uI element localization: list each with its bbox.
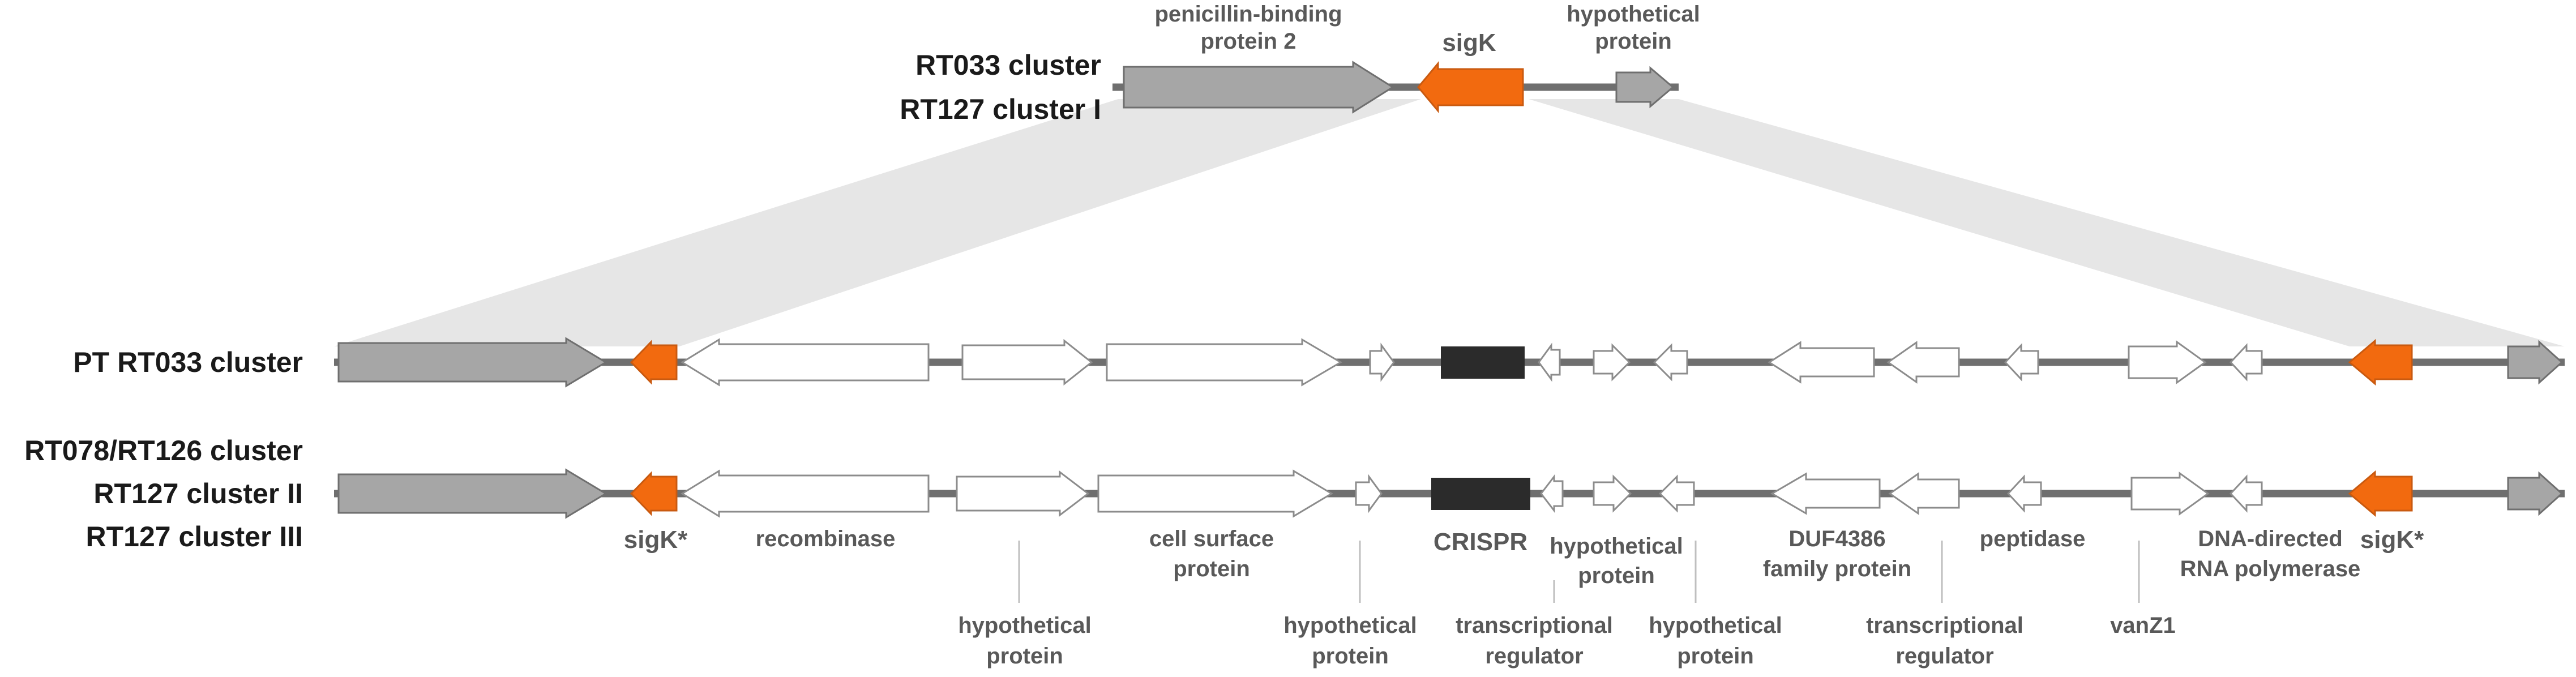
bottom-cluster-row xyxy=(334,468,2565,519)
transcriptional-regulator-arrow-bottom-2 xyxy=(1888,472,1960,515)
label-hyp-top-line2: protein xyxy=(1595,29,1672,54)
hypothetical-gene-arrow-bottom-3 xyxy=(1593,474,1632,513)
row-label-bottom-3: RT127 cluster III xyxy=(86,521,303,552)
pbp-gene-arrow-middle xyxy=(337,337,607,388)
hypothetical-gene-arrow-middle-end xyxy=(2507,340,2564,385)
label-hyp4-line2: protein xyxy=(1677,644,1754,669)
recombinase-gene-arrow-bottom xyxy=(681,469,930,518)
peptidase-gene-arrow-bottom xyxy=(2006,474,2042,513)
crispr-array-bottom xyxy=(1431,478,1530,510)
middle-cluster-row xyxy=(334,337,2565,388)
duf4386-gene-arrow-bottom xyxy=(1770,472,1881,515)
label-peptidase: peptidase xyxy=(1980,526,2086,551)
shade-left-region xyxy=(334,99,1421,346)
label-duf-line2: family protein xyxy=(1763,556,1911,581)
hypothetical-gene-arrow-top xyxy=(1615,66,1675,109)
label-treg1-line1: transcriptional xyxy=(1456,613,1613,638)
label-sigk-top: sigK xyxy=(1442,29,1496,57)
hypothetical-gene-arrow-bottom-2 xyxy=(1355,474,1383,513)
row-label-top-1: RT033 cluster xyxy=(915,49,1101,81)
label-hyp2-line2: protein xyxy=(1312,644,1389,669)
vanz1-gene-arrow-middle xyxy=(2128,340,2207,384)
row-label-bottom-2: RT127 cluster II xyxy=(93,478,303,509)
label-hyp1-line2: protein xyxy=(986,644,1063,669)
top-cluster-row xyxy=(1112,61,1679,114)
transcriptional-regulator-arrow-middle-1 xyxy=(1538,342,1561,382)
label-treg2-line1: transcriptional xyxy=(1866,613,2023,638)
label-recombinase: recombinase xyxy=(756,526,896,551)
label-cell-surface-line2: protein xyxy=(1173,556,1250,581)
row-label-top-2: RT127 cluster I xyxy=(900,93,1101,125)
label-crispr: CRISPR xyxy=(1434,528,1527,556)
crispr-array-middle xyxy=(1441,346,1525,379)
label-hyp3-line2: protein xyxy=(1578,563,1655,588)
cell-surface-gene-arrow-middle xyxy=(1106,338,1342,387)
label-duf-line1: DUF4386 xyxy=(1788,526,1885,551)
label-pbp-line2: protein 2 xyxy=(1201,29,1296,54)
vanz1-gene-arrow-bottom xyxy=(2130,472,2210,516)
cell-surface-gene-arrow-bottom xyxy=(1097,469,1333,518)
sigk-gene-arrow xyxy=(1417,61,1524,114)
label-hyp4-line1: hypothetical xyxy=(1649,613,1782,638)
label-hyp3-line1: hypothetical xyxy=(1550,534,1683,559)
hypothetical-gene-arrow-bottom-end xyxy=(2507,471,2564,516)
pbp-gene-arrow xyxy=(1123,61,1394,114)
label-cell-surface-line1: cell surface xyxy=(1149,526,1274,551)
label-treg2-line2: regulator xyxy=(1895,644,1993,669)
label-vanz1: vanZ1 xyxy=(2110,613,2176,638)
sigk-gene-arrow-middle xyxy=(630,340,678,385)
label-treg1-line2: regulator xyxy=(1485,644,1583,669)
transcriptional-regulator-arrow-bottom-1 xyxy=(1540,474,1564,513)
rna-polymerase-gene-arrow-middle xyxy=(2229,343,2263,382)
hypothetical-gene-arrow-middle-3 xyxy=(1593,343,1631,382)
pbp-gene-arrow-bottom xyxy=(337,468,607,519)
rna-polymerase-gene-arrow-bottom xyxy=(2229,474,2263,513)
duf4386-gene-arrow-middle xyxy=(1768,341,1875,384)
sigk-gene-arrow-bottom xyxy=(630,471,678,516)
label-sigk-right: sigK* xyxy=(2360,526,2424,554)
hypothetical-gene-arrow-middle-4 xyxy=(1653,343,1688,382)
recombinase-gene-arrow-middle xyxy=(681,338,930,387)
label-hyp1-line1: hypothetical xyxy=(958,613,1092,638)
sigk-gene-arrow-bottom-right xyxy=(2348,470,2413,517)
hypothetical-gene-arrow-bottom-1 xyxy=(956,470,1090,517)
leader-lines xyxy=(1018,541,2140,603)
row-label-bottom-1: RT078/RT126 cluster xyxy=(24,435,303,466)
sigk-gene-arrow-middle-right xyxy=(2348,338,2413,386)
label-sigk-left: sigK* xyxy=(624,526,688,554)
label-rnap-line1: DNA-directed xyxy=(2198,526,2343,551)
label-pbp-line1: penicillin-binding xyxy=(1154,2,1342,27)
hypothetical-gene-arrow-middle-1 xyxy=(961,338,1093,386)
row-label-middle: PT RT033 cluster xyxy=(73,346,303,378)
label-hyp2-line1: hypothetical xyxy=(1283,613,1417,638)
label-hyp-top-line1: hypothetical xyxy=(1567,2,1700,27)
label-rnap-line2: RNA polymerase xyxy=(2180,556,2361,581)
transcriptional-regulator-arrow-middle-2 xyxy=(1886,341,1960,384)
shade-right-region xyxy=(1529,99,2565,346)
peptidase-gene-arrow-middle xyxy=(2004,343,2039,382)
hypothetical-gene-arrow-bottom-4 xyxy=(1658,474,1695,513)
hypothetical-gene-arrow-middle-2 xyxy=(1369,342,1395,382)
